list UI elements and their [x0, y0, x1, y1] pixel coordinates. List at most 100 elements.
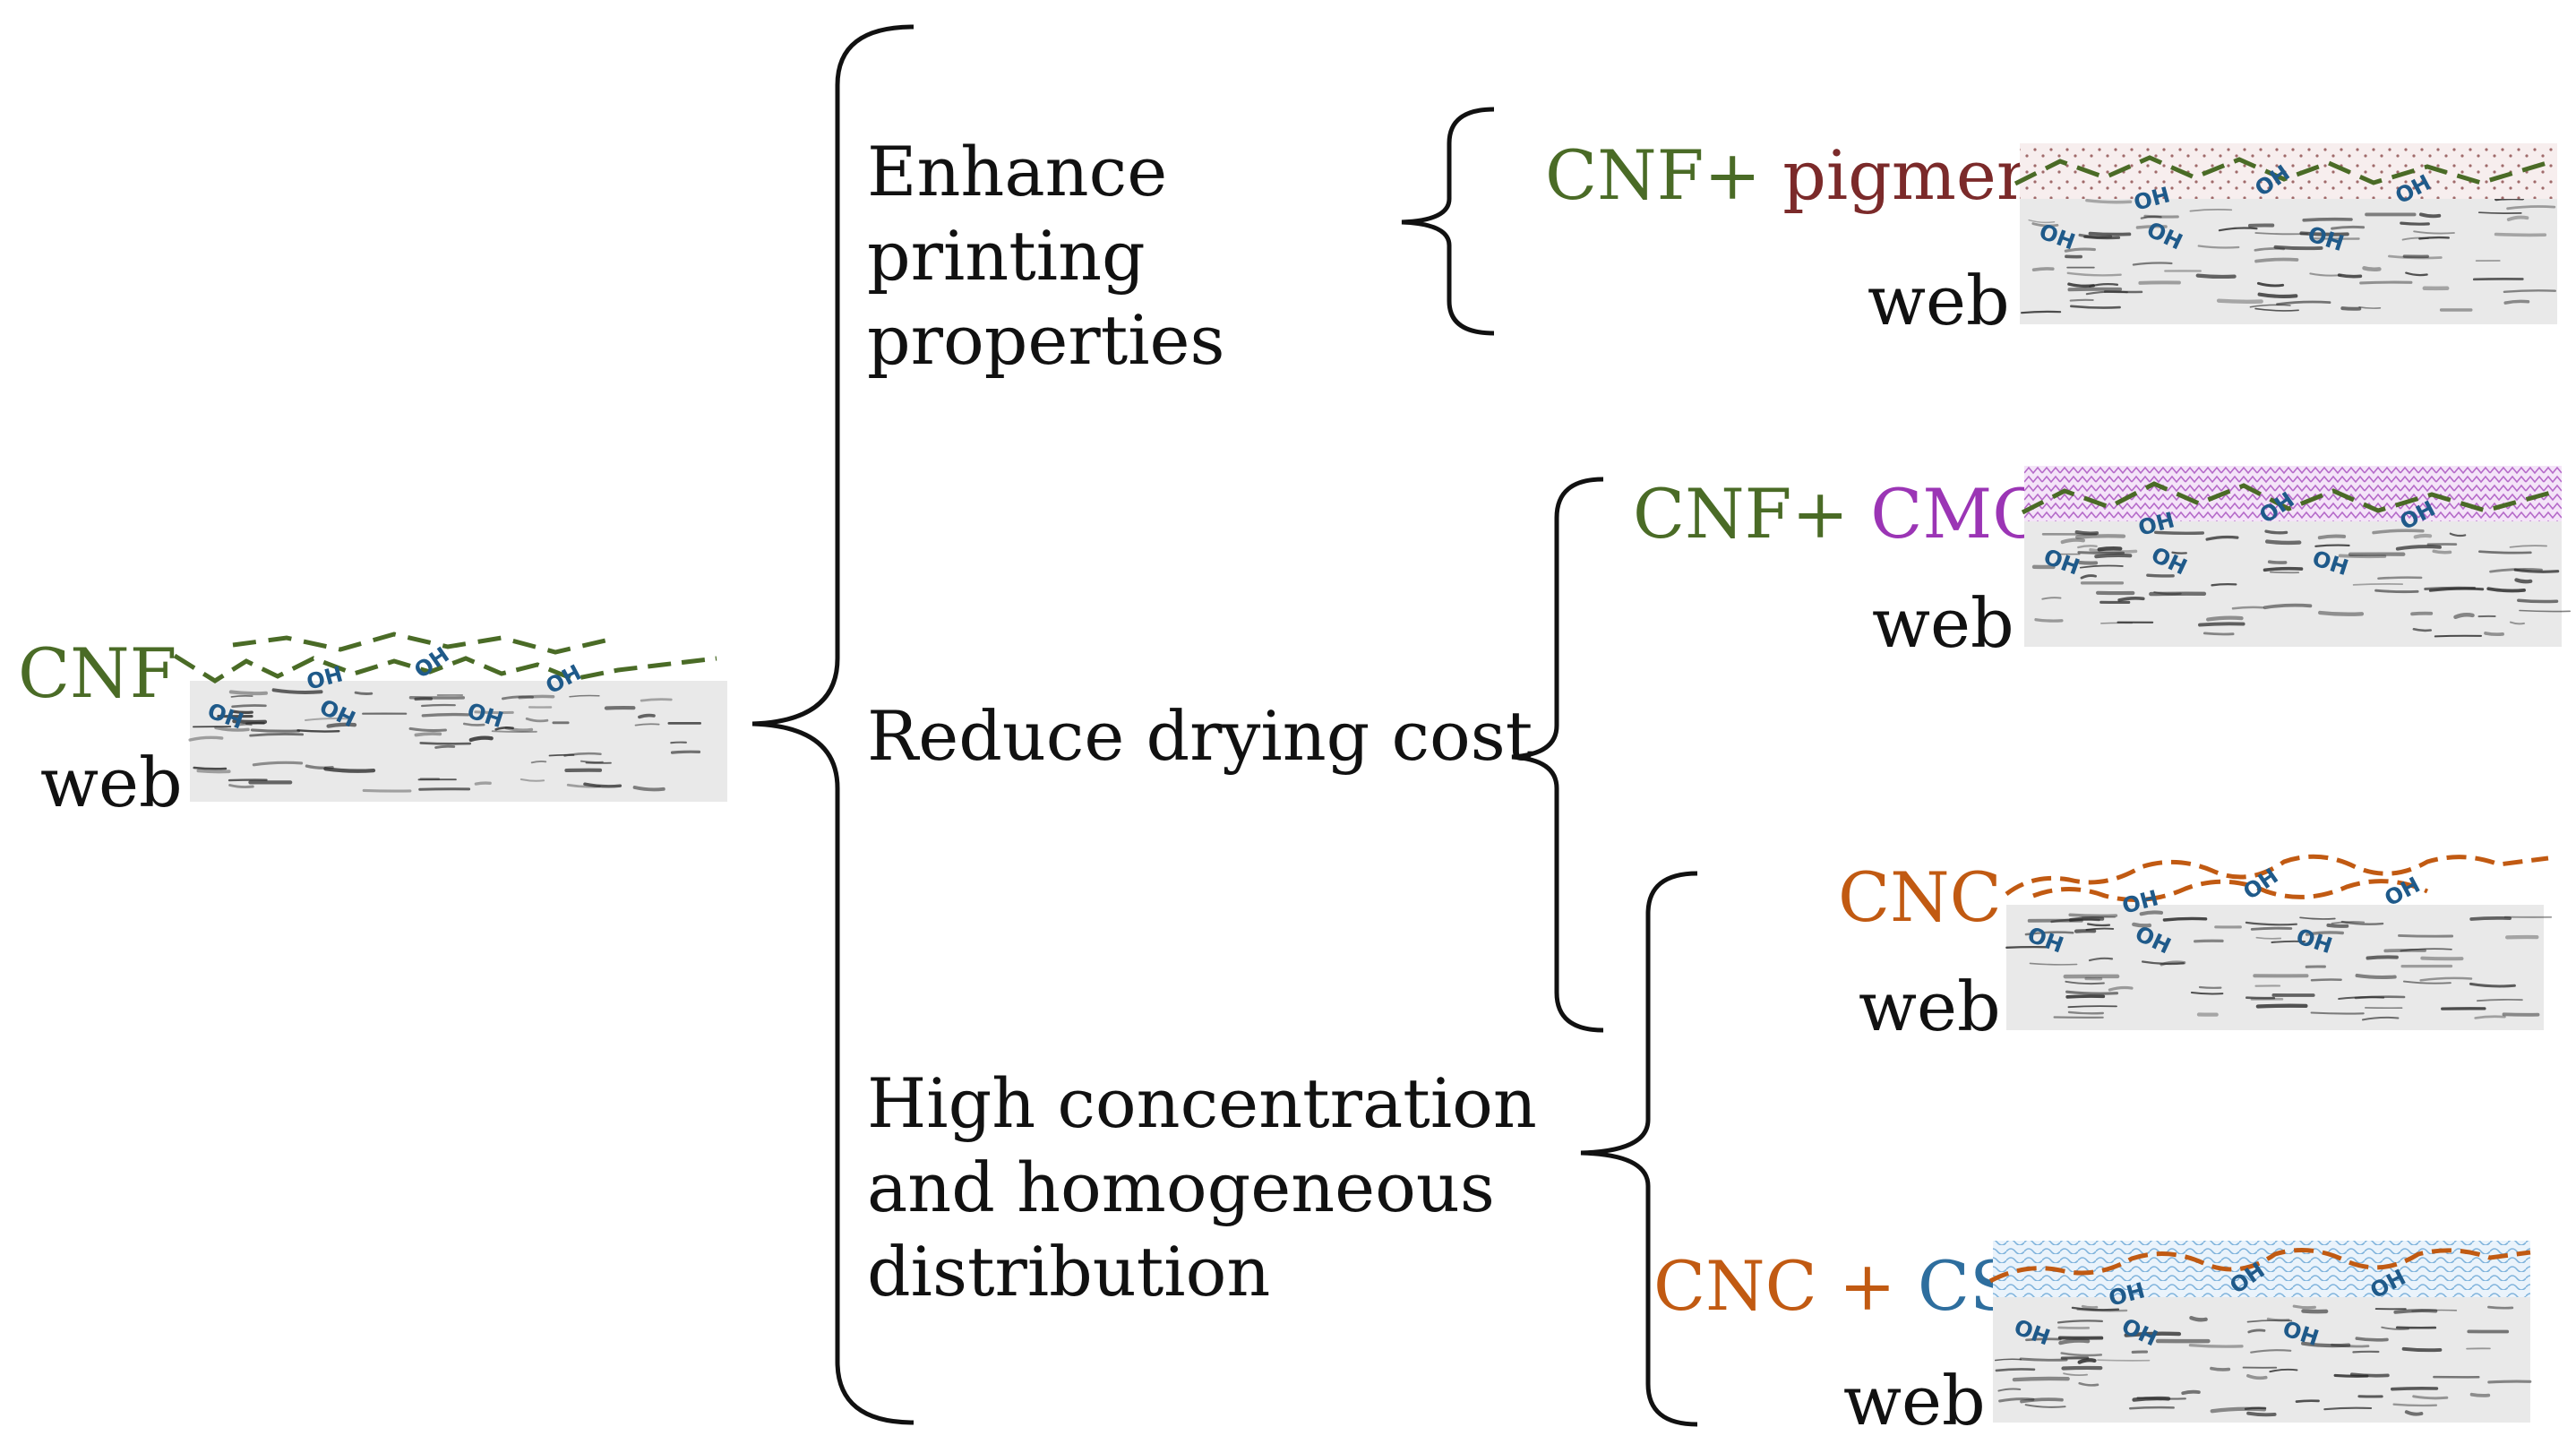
- fiber-stroke: [2081, 1304, 2099, 1310]
- fiber-stroke: [2135, 225, 2168, 229]
- fiber-stroke: [2089, 547, 2138, 554]
- fiber-stroke: [2323, 1406, 2373, 1411]
- fiber-stroke: [2413, 533, 2433, 539]
- fiber-stroke: [640, 698, 673, 702]
- fiber-stroke: [305, 718, 352, 721]
- fiber-stroke: [234, 723, 253, 727]
- fiber-stroke: [2085, 927, 2115, 931]
- fiber-stroke: [2211, 582, 2237, 587]
- label-part: pigment: [1761, 135, 2067, 215]
- fiber-stroke: [2085, 198, 2133, 204]
- fiber-stroke: [2065, 990, 2119, 995]
- fiber-stroke: [2449, 532, 2467, 537]
- fiber-stroke: [2310, 978, 2342, 982]
- fiber-stroke: [2136, 1397, 2186, 1400]
- fiber-stroke: [2263, 566, 2304, 572]
- fiber-stroke: [2025, 1337, 2062, 1342]
- fiber-stroke: [421, 712, 470, 718]
- fiber-stroke: [1998, 1397, 2035, 1403]
- web-fibers: [188, 688, 701, 793]
- fiber-stroke: [250, 728, 301, 733]
- fiber-stroke: [362, 788, 412, 793]
- fiber-stroke: [2318, 610, 2365, 616]
- fiber-stroke: [2486, 587, 2526, 593]
- fiber-stroke: [2506, 205, 2556, 211]
- fiber-stroke: [2412, 1395, 2449, 1400]
- fiber-stroke: [2068, 913, 2118, 918]
- fiber-stroke: [2404, 1410, 2424, 1416]
- fiber-stroke: [2469, 982, 2516, 988]
- fiber-stroke: [2302, 217, 2353, 222]
- fiber-stroke: [2108, 985, 2134, 992]
- fiber-stroke: [2254, 232, 2308, 236]
- fiber-stroke: [2067, 1005, 2117, 1009]
- panel-web-label: web: [1859, 967, 2001, 1046]
- fiber-stroke: [2128, 1406, 2175, 1410]
- fiber-stroke: [2352, 1350, 2380, 1354]
- fiber-stroke: [2519, 609, 2571, 613]
- fiber-stroke: [2333, 1373, 2369, 1378]
- fiber-stroke: [421, 703, 456, 708]
- fiber-stroke: [2383, 948, 2426, 953]
- fiber-stroke: [504, 726, 534, 732]
- fiber-stroke: [2255, 936, 2282, 940]
- fiber-stroke: [2517, 598, 2559, 604]
- fiber-stroke: [214, 726, 250, 732]
- fiber-stroke: [2362, 1016, 2400, 1021]
- fiber-stroke: [2494, 232, 2547, 237]
- fiber-stroke: [2256, 281, 2285, 288]
- fiber-stroke: [2021, 310, 2062, 314]
- fiber-stroke: [634, 723, 660, 726]
- cmc-layer: [2024, 466, 2562, 521]
- benefit-line: and homogeneous: [867, 1148, 1495, 1227]
- fiber-stroke: [2401, 1346, 2443, 1353]
- fiber-stroke: [2132, 262, 2173, 266]
- fiber-stroke: [2246, 1411, 2277, 1417]
- web-fibers: [2005, 910, 2553, 1021]
- fiber-stroke: [468, 735, 494, 743]
- fiber-stroke: [2514, 578, 2533, 584]
- fiber-stroke: [2355, 1337, 2389, 1342]
- fiber-stroke: [2071, 1306, 2120, 1311]
- fiber-stroke: [2142, 960, 2185, 966]
- fiber-stroke: [2393, 1309, 2438, 1314]
- fiber-stroke: [519, 778, 545, 782]
- fiber-stroke: [2362, 266, 2382, 272]
- fiber-stroke: [2012, 1376, 2070, 1382]
- cnc-particle-layer: [1988, 1248, 2531, 1284]
- brace-enhance: [1401, 107, 1495, 336]
- fiber-stroke: [2405, 271, 2428, 277]
- fiber-stroke: [419, 742, 472, 745]
- fiber-stroke: [2469, 916, 2512, 921]
- benefit-enhance: Enhance printing properties: [867, 132, 1225, 380]
- fiber-stroke: [2031, 222, 2059, 228]
- benefit-line: Reduce drying cost: [867, 696, 1533, 776]
- fiber-stroke: [2410, 611, 2434, 616]
- fiber-stroke: [2162, 916, 2208, 922]
- fiber-stroke: [2117, 597, 2145, 602]
- fiber-stroke: [2264, 529, 2288, 535]
- fiber-stroke: [193, 766, 228, 770]
- fiber-stroke: [2340, 920, 2384, 925]
- cnc-particle-layer-2: [2032, 879, 2429, 902]
- fiber-stroke: [2089, 282, 2119, 288]
- fiber-stroke: [2352, 583, 2404, 586]
- fiber-stroke: [2402, 980, 2451, 984]
- main-brace: [751, 24, 914, 1425]
- fiber-stroke: [494, 726, 514, 731]
- fiber-stroke: [2255, 1003, 2308, 1009]
- fiber-stroke: [2188, 1343, 2244, 1348]
- cnf-fiber-layer: [2021, 481, 2558, 515]
- fiber-stroke: [2317, 534, 2347, 540]
- fiber-stroke: [2088, 231, 2132, 236]
- fiber-stroke: [2271, 940, 2306, 943]
- fiber-stroke: [2143, 214, 2179, 219]
- fiber-stroke: [232, 718, 268, 725]
- fiber-stroke: [2080, 574, 2097, 580]
- fiber-stroke: [2250, 1349, 2292, 1354]
- fiber-stroke: [463, 722, 485, 726]
- brace-drying: [1511, 477, 1604, 1033]
- fiber-stroke: [2398, 933, 2454, 938]
- fiber-stroke: [2146, 573, 2175, 578]
